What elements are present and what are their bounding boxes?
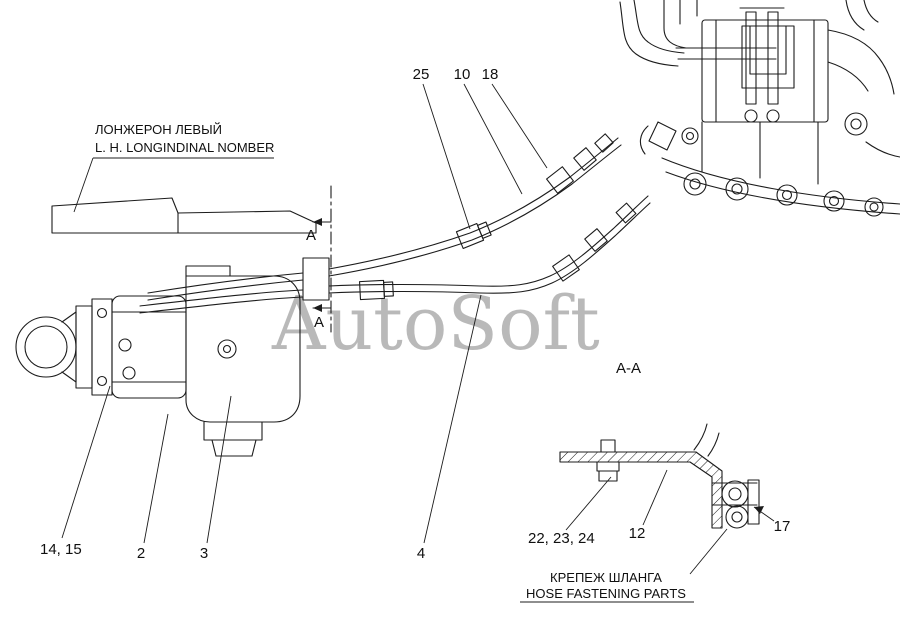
- leader-4: [423, 294, 482, 544]
- leader-25: [422, 83, 471, 230]
- leader-22-23-24: [565, 476, 612, 531]
- leader-3: [206, 395, 232, 544]
- callout-22-23-24: 22, 23, 24: [528, 530, 595, 547]
- engine-block-drawing: [619, 0, 900, 217]
- callout-10: 10: [454, 66, 471, 83]
- fastening-label-en: HOSE FASTENING PARTS: [526, 586, 686, 601]
- section-mark-bottom-label: А: [314, 314, 324, 331]
- leader-10: [463, 83, 523, 195]
- hose-fitting: [615, 202, 637, 224]
- callout-25: 25: [413, 66, 430, 83]
- pump-bracket: [203, 421, 263, 441]
- pump-assembly-drawing: [15, 265, 301, 457]
- section-arrow-bottom: [313, 304, 322, 312]
- leader-longeron-label: [73, 157, 94, 213]
- text-annotations: ЛОНЖЕРОН ЛЕВЫЙ L. H. LONGINDINAL NOMBER …: [95, 122, 686, 601]
- longeron-outline: [51, 197, 317, 234]
- hose-fitting: [552, 254, 580, 282]
- hose-fitting: [546, 166, 574, 194]
- hose-fastening-detail-drawing: [559, 423, 760, 529]
- hose-fitting: [573, 147, 597, 171]
- hose-fitting: [455, 221, 492, 250]
- callout-14-15: 14, 15: [40, 541, 82, 558]
- fastening-label-ru: КРЕПЕЖ ШЛАНГА: [550, 570, 662, 585]
- fastening-bracket: [559, 451, 723, 529]
- longeron-label-ru: ЛОНЖЕРОН ЛЕВЫЙ: [95, 122, 222, 137]
- callout-12: 12: [629, 525, 646, 542]
- hose-fitting: [358, 279, 394, 301]
- leader-2: [143, 413, 169, 544]
- leader-lines: [61, 83, 775, 603]
- longeron-drawing: [51, 197, 317, 234]
- leader-18: [491, 83, 548, 169]
- hose-clamp-circle: [721, 480, 749, 508]
- hose-fitting: [594, 133, 614, 153]
- leader-fastening-label: [689, 528, 728, 575]
- section-arrow-top: [313, 218, 322, 226]
- leader-14-15: [61, 385, 111, 539]
- callout-4: 4: [417, 545, 425, 562]
- leader-17-arrowhead: [754, 506, 764, 514]
- longeron-label-en: L. H. LONGINDINAL NOMBER: [95, 140, 274, 155]
- callout-numbers: 25 10 18 14, 15 2 3 4 22, 23, 24 12 17: [40, 66, 790, 562]
- fastening-bolt-head: [600, 439, 616, 453]
- section-cut-marks: [312, 185, 332, 333]
- hose-junction-clamp: [302, 257, 330, 301]
- clamp-plate: [747, 479, 760, 525]
- section-view-label: А-А: [616, 360, 641, 377]
- leader-12: [642, 469, 668, 526]
- callout-18: 18: [482, 66, 499, 83]
- section-mark-top-label: А: [306, 227, 316, 244]
- hose-fitting: [584, 228, 608, 252]
- pump-body: [185, 275, 301, 423]
- callout-17: 17: [774, 518, 791, 535]
- callout-3: 3: [200, 545, 208, 562]
- booster-cylinder: [111, 295, 187, 399]
- watermark-text: AutoSoft: [271, 281, 600, 367]
- pump-flange: [91, 298, 113, 396]
- callout-2: 2: [137, 545, 145, 562]
- hose-run-drawing: [139, 133, 651, 314]
